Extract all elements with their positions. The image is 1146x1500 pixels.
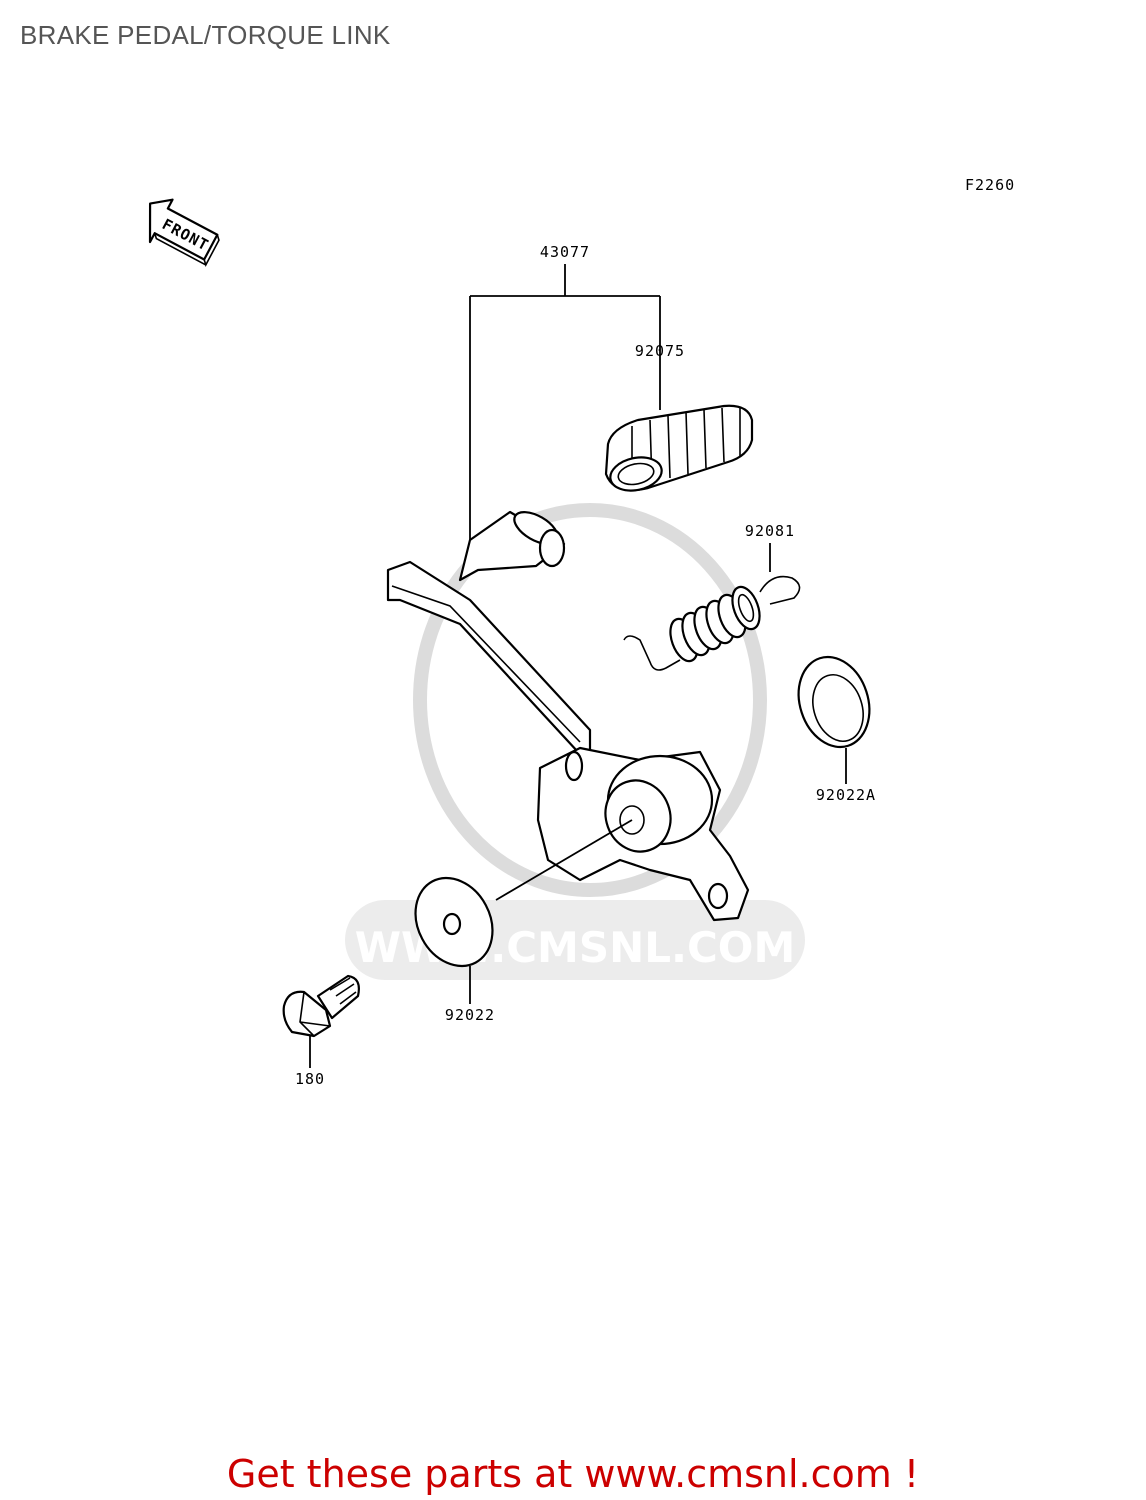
page-title: BRAKE PEDAL/TORQUE LINK xyxy=(20,20,391,50)
label-92022: 92022 xyxy=(445,1006,495,1024)
label-92022a: 92022A xyxy=(816,786,876,804)
footer-link[interactable]: Get these parts at www.cmsnl.com ! xyxy=(226,1452,920,1496)
label-92075: 92075 xyxy=(635,342,685,360)
brake-pedal-part xyxy=(386,510,750,922)
washer-92022-part xyxy=(414,876,494,968)
front-arrow-icon: FRONT xyxy=(148,198,220,267)
washer-92022a-part xyxy=(797,655,871,749)
leader-43077 xyxy=(469,264,661,540)
pedal-rubber-part xyxy=(604,404,754,492)
spring-part xyxy=(623,575,801,671)
label-92081: 92081 xyxy=(745,522,795,540)
bolt-part xyxy=(282,974,360,1038)
figure-code: F2260 xyxy=(965,176,1015,194)
label-180: 180 xyxy=(295,1070,325,1088)
leader-pivot xyxy=(495,819,633,901)
label-43077: 43077 xyxy=(540,243,590,261)
